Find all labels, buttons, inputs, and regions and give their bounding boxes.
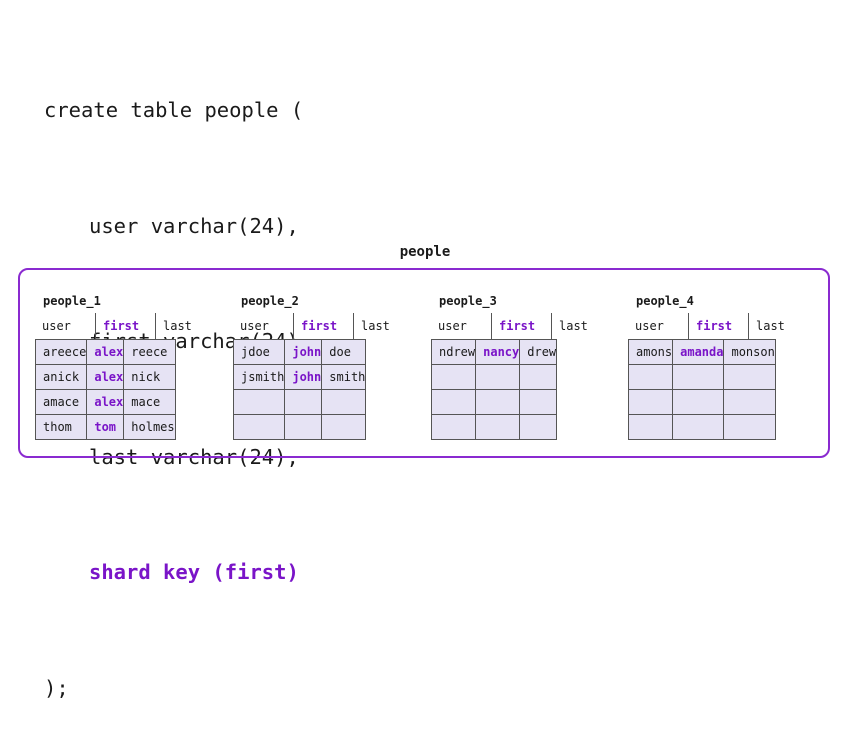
cell-user [430, 414, 477, 440]
column-header-last: last [353, 313, 413, 339]
shard-name: people_2 [241, 294, 299, 308]
cell-user: anick [34, 364, 88, 390]
cell-last [723, 389, 776, 415]
table-row: areece alex reece [34, 339, 176, 365]
shard-grid: ndrew nancy drew [430, 339, 558, 440]
shard-grid: jdoe john doe jsmith john smith [232, 339, 367, 440]
cell-first: alex [86, 364, 125, 390]
cell-first [672, 364, 725, 390]
cell-first: tom [86, 414, 125, 440]
cell-first [672, 414, 725, 440]
table-row [430, 414, 558, 440]
table-row: amons amanda monson [627, 339, 776, 365]
cell-last [519, 364, 558, 390]
table-row: ndrew nancy drew [430, 339, 558, 365]
column-header-row: user first last [431, 313, 611, 339]
cell-user [232, 389, 286, 415]
column-header-user: user [635, 319, 664, 333]
cell-user: ndrew [430, 339, 477, 365]
table-row [430, 364, 558, 390]
cell-first [475, 389, 521, 415]
cell-first [672, 389, 725, 415]
column-header-first: first [491, 313, 551, 339]
code-line-create: create table people ( [44, 98, 304, 122]
cell-user [232, 414, 286, 440]
cell-first: alex [86, 339, 125, 365]
cell-first: john [284, 339, 323, 365]
column-header-last: last [748, 313, 808, 339]
cell-first [475, 364, 521, 390]
column-header-first: first [688, 313, 748, 339]
code-line-shard-key: shard key (first) [89, 560, 299, 584]
table-row [430, 389, 558, 415]
cell-last [321, 389, 367, 415]
table-row: anick alex nick [34, 364, 176, 390]
cell-last: drew [519, 339, 558, 365]
cell-first: alex [86, 389, 125, 415]
cell-first: amanda [672, 339, 725, 365]
column-header-last: last [551, 313, 611, 339]
column-header-row: user first last [35, 313, 215, 339]
cell-user [430, 364, 477, 390]
code-line-user: user varchar(24), [89, 213, 299, 238]
cell-last: mace [123, 389, 176, 415]
table-row [627, 389, 776, 415]
column-header-row: user first last [233, 313, 413, 339]
shard-name: people_3 [439, 294, 497, 308]
cell-user [627, 389, 674, 415]
column-header-user: user [240, 319, 269, 333]
table-row [232, 389, 367, 415]
cell-user: thom [34, 414, 88, 440]
cell-last: doe [321, 339, 367, 365]
cell-last [723, 364, 776, 390]
cell-last: reece [123, 339, 176, 365]
cell-last: monson [723, 339, 776, 365]
cell-last: smith [321, 364, 367, 390]
cell-user: areece [34, 339, 88, 365]
cell-last [723, 414, 776, 440]
table-row: amace alex mace [34, 389, 176, 415]
cell-user [627, 364, 674, 390]
table-row [627, 364, 776, 390]
cell-last [519, 414, 558, 440]
cell-first: nancy [475, 339, 521, 365]
shard-name: people_1 [43, 294, 101, 308]
cell-user [627, 414, 674, 440]
column-header-last: last [155, 313, 215, 339]
cell-first [475, 414, 521, 440]
diagram-title: people [399, 244, 451, 260]
cell-last: nick [123, 364, 176, 390]
shard-grid: areece alex reece anick alex nick amace … [34, 339, 176, 440]
cell-first [284, 389, 323, 415]
column-header-user: user [42, 319, 71, 333]
column-header-first: first [293, 313, 353, 339]
cell-last: holmes [123, 414, 176, 440]
table-row: jsmith john smith [232, 364, 367, 390]
cell-last [519, 389, 558, 415]
column-header-first: first [95, 313, 155, 339]
cell-user: jdoe [232, 339, 286, 365]
cell-first [284, 414, 323, 440]
cell-first: john [284, 364, 323, 390]
cell-user: amons [627, 339, 674, 365]
table-row [627, 414, 776, 440]
cell-user: jsmith [232, 364, 286, 390]
cell-last [321, 414, 367, 440]
cell-user [430, 389, 477, 415]
cell-user: amace [34, 389, 88, 415]
code-line-close: ); [44, 675, 69, 700]
table-row [232, 414, 367, 440]
table-row: thom tom holmes [34, 414, 176, 440]
shard-grid: amons amanda monson [627, 339, 776, 440]
column-header-user: user [438, 319, 467, 333]
table-row: jdoe john doe [232, 339, 367, 365]
column-header-row: user first last [628, 313, 808, 339]
people-table-container: people_1 user first last areece alex ree… [18, 268, 830, 458]
shard-name: people_4 [636, 294, 694, 308]
